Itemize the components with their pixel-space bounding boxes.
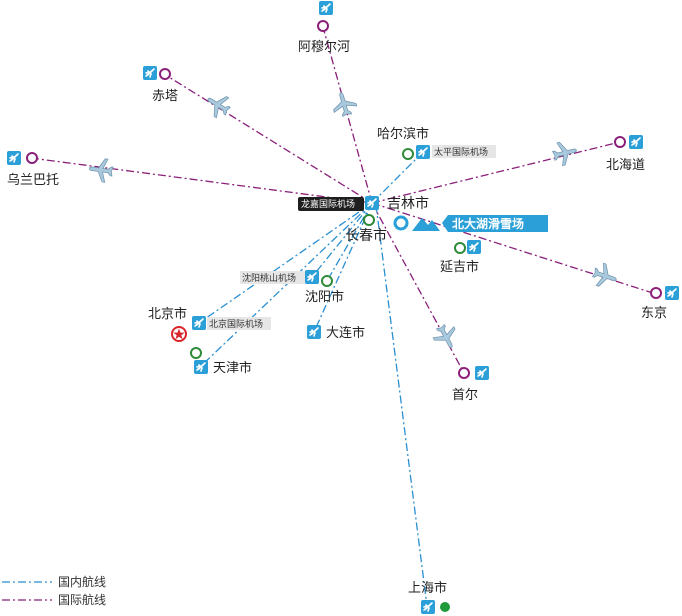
route-tianjin — [200, 202, 373, 367]
intl-city-ring — [26, 152, 38, 164]
airport-name-beijing: 北京国际机场 — [209, 318, 263, 330]
hub-city-label: 吉林市 — [387, 195, 429, 212]
resort-label: 北大湖滑雪场 — [452, 216, 524, 231]
airplane-icon — [429, 320, 463, 354]
route-harbin — [371, 151, 424, 204]
airport-icon — [466, 239, 482, 255]
hub-airport-name: 龙嘉国际机场 — [301, 198, 355, 210]
route-dalian — [313, 202, 373, 333]
route-chita — [163, 73, 373, 204]
route-hokkaido — [371, 141, 621, 204]
intl-city-ring — [458, 367, 470, 379]
hub-airport-tag — [298, 197, 364, 211]
city-dalian[interactable]: 大连市 — [306, 324, 365, 341]
airport-icon — [306, 324, 322, 340]
route-shenyang-2 — [326, 202, 373, 282]
airport-icon — [415, 144, 431, 160]
city-ring — [321, 275, 333, 287]
city-label-tokyo: 东京 — [641, 306, 667, 321]
city-yanji[interactable]: 延吉市 — [440, 239, 482, 275]
city-ring — [454, 242, 466, 254]
city-label-tianjin: 天津市 — [213, 360, 252, 376]
city-tianjin[interactable]: 天津市 — [190, 347, 252, 376]
resort-beidahu[interactable]: 北大湖滑雪场 — [393, 215, 548, 232]
city-changchun[interactable]: 长春市 — [345, 214, 387, 244]
city-label-harbin: 哈尔滨市 — [377, 126, 429, 142]
airport-name-shenyang: 沈阳桃山机场 — [242, 272, 296, 284]
route-ulaanbaatar — [30, 157, 373, 204]
airport-icon — [318, 0, 334, 16]
airport-icon — [6, 150, 22, 166]
city-ring — [190, 347, 202, 359]
city-label-shanghai: 上海市 — [408, 580, 447, 596]
airport-icon — [364, 195, 380, 211]
city-label-beijing: 北京市 — [148, 306, 187, 322]
airplane-icon — [589, 260, 621, 292]
airport-tag — [240, 271, 306, 284]
airport-icon — [142, 65, 158, 81]
domestic-routes — [198, 151, 428, 607]
airport-icon — [191, 315, 207, 331]
intl-city-ring — [317, 20, 329, 32]
hub-jilin[interactable]: 龙嘉国际机场 吉林市 — [298, 195, 429, 212]
airplane-icon — [87, 156, 115, 184]
airplane-icon — [329, 89, 359, 119]
city-label-shenyang: 沈阳市 — [305, 289, 344, 305]
city-label-chita: 赤塔 — [152, 89, 178, 104]
route-tokyo — [371, 202, 657, 295]
city-label-dalian: 大连市 — [326, 325, 365, 341]
city-label-seoul: 首尔 — [452, 388, 478, 403]
city-amur[interactable]: 阿穆尔河 — [298, 0, 350, 55]
city-ulaanbaatar[interactable]: 乌兰巴托 — [6, 150, 59, 188]
legend-domestic-label: 国内航线 — [58, 574, 106, 589]
city-hokkaido[interactable]: 北海道 — [606, 134, 645, 173]
airport-icon — [420, 599, 436, 615]
route-beijing — [198, 202, 373, 324]
shanghai-dot — [440, 602, 450, 612]
city-tokyo[interactable]: 东京 — [641, 285, 680, 321]
legend-international-label: 国际航线 — [58, 592, 106, 607]
intl-city-ring — [614, 136, 626, 148]
resort-ring — [393, 215, 409, 231]
capital-star-icon — [173, 328, 185, 340]
mountain-icon — [412, 218, 440, 231]
route-amur — [322, 26, 373, 204]
city-label-ulaanbaatar: 乌兰巴托 — [7, 172, 59, 188]
intl-city-ring — [159, 68, 171, 80]
city-harbin[interactable]: 哈尔滨市 太平国际机场 — [377, 126, 496, 160]
airplane-icon — [201, 88, 235, 122]
route-shanghai — [375, 204, 428, 607]
city-shenyang[interactable]: 沈阳桃山机场 沈阳市 — [240, 269, 344, 305]
airport-icon — [304, 269, 320, 285]
airport-tag — [432, 145, 496, 158]
airport-icon — [193, 359, 209, 375]
city-label-hokkaido: 北海道 — [606, 158, 645, 173]
city-beijing[interactable]: 北京市 北京国际机场 — [148, 306, 271, 342]
airport-icon — [628, 134, 644, 150]
airport-icon — [664, 285, 680, 301]
city-seoul[interactable]: 首尔 — [452, 365, 490, 403]
city-chita[interactable]: 赤塔 — [142, 65, 178, 104]
city-shanghai[interactable]: 上海市 — [408, 580, 450, 615]
city-label-yanji: 延吉市 — [440, 259, 479, 275]
legend: 国内航线 国际航线 — [2, 574, 106, 607]
city-label-amur: 阿穆尔河 — [298, 40, 350, 55]
resort-arrow — [442, 215, 548, 232]
airport-tag — [207, 317, 271, 330]
city-ring — [363, 214, 375, 226]
city-ring — [402, 148, 414, 160]
airport-icon — [474, 365, 490, 381]
intl-city-ring — [650, 287, 662, 299]
city-label-changchun: 长春市 — [345, 227, 387, 244]
airport-name-harbin: 太平国际机场 — [434, 146, 488, 158]
